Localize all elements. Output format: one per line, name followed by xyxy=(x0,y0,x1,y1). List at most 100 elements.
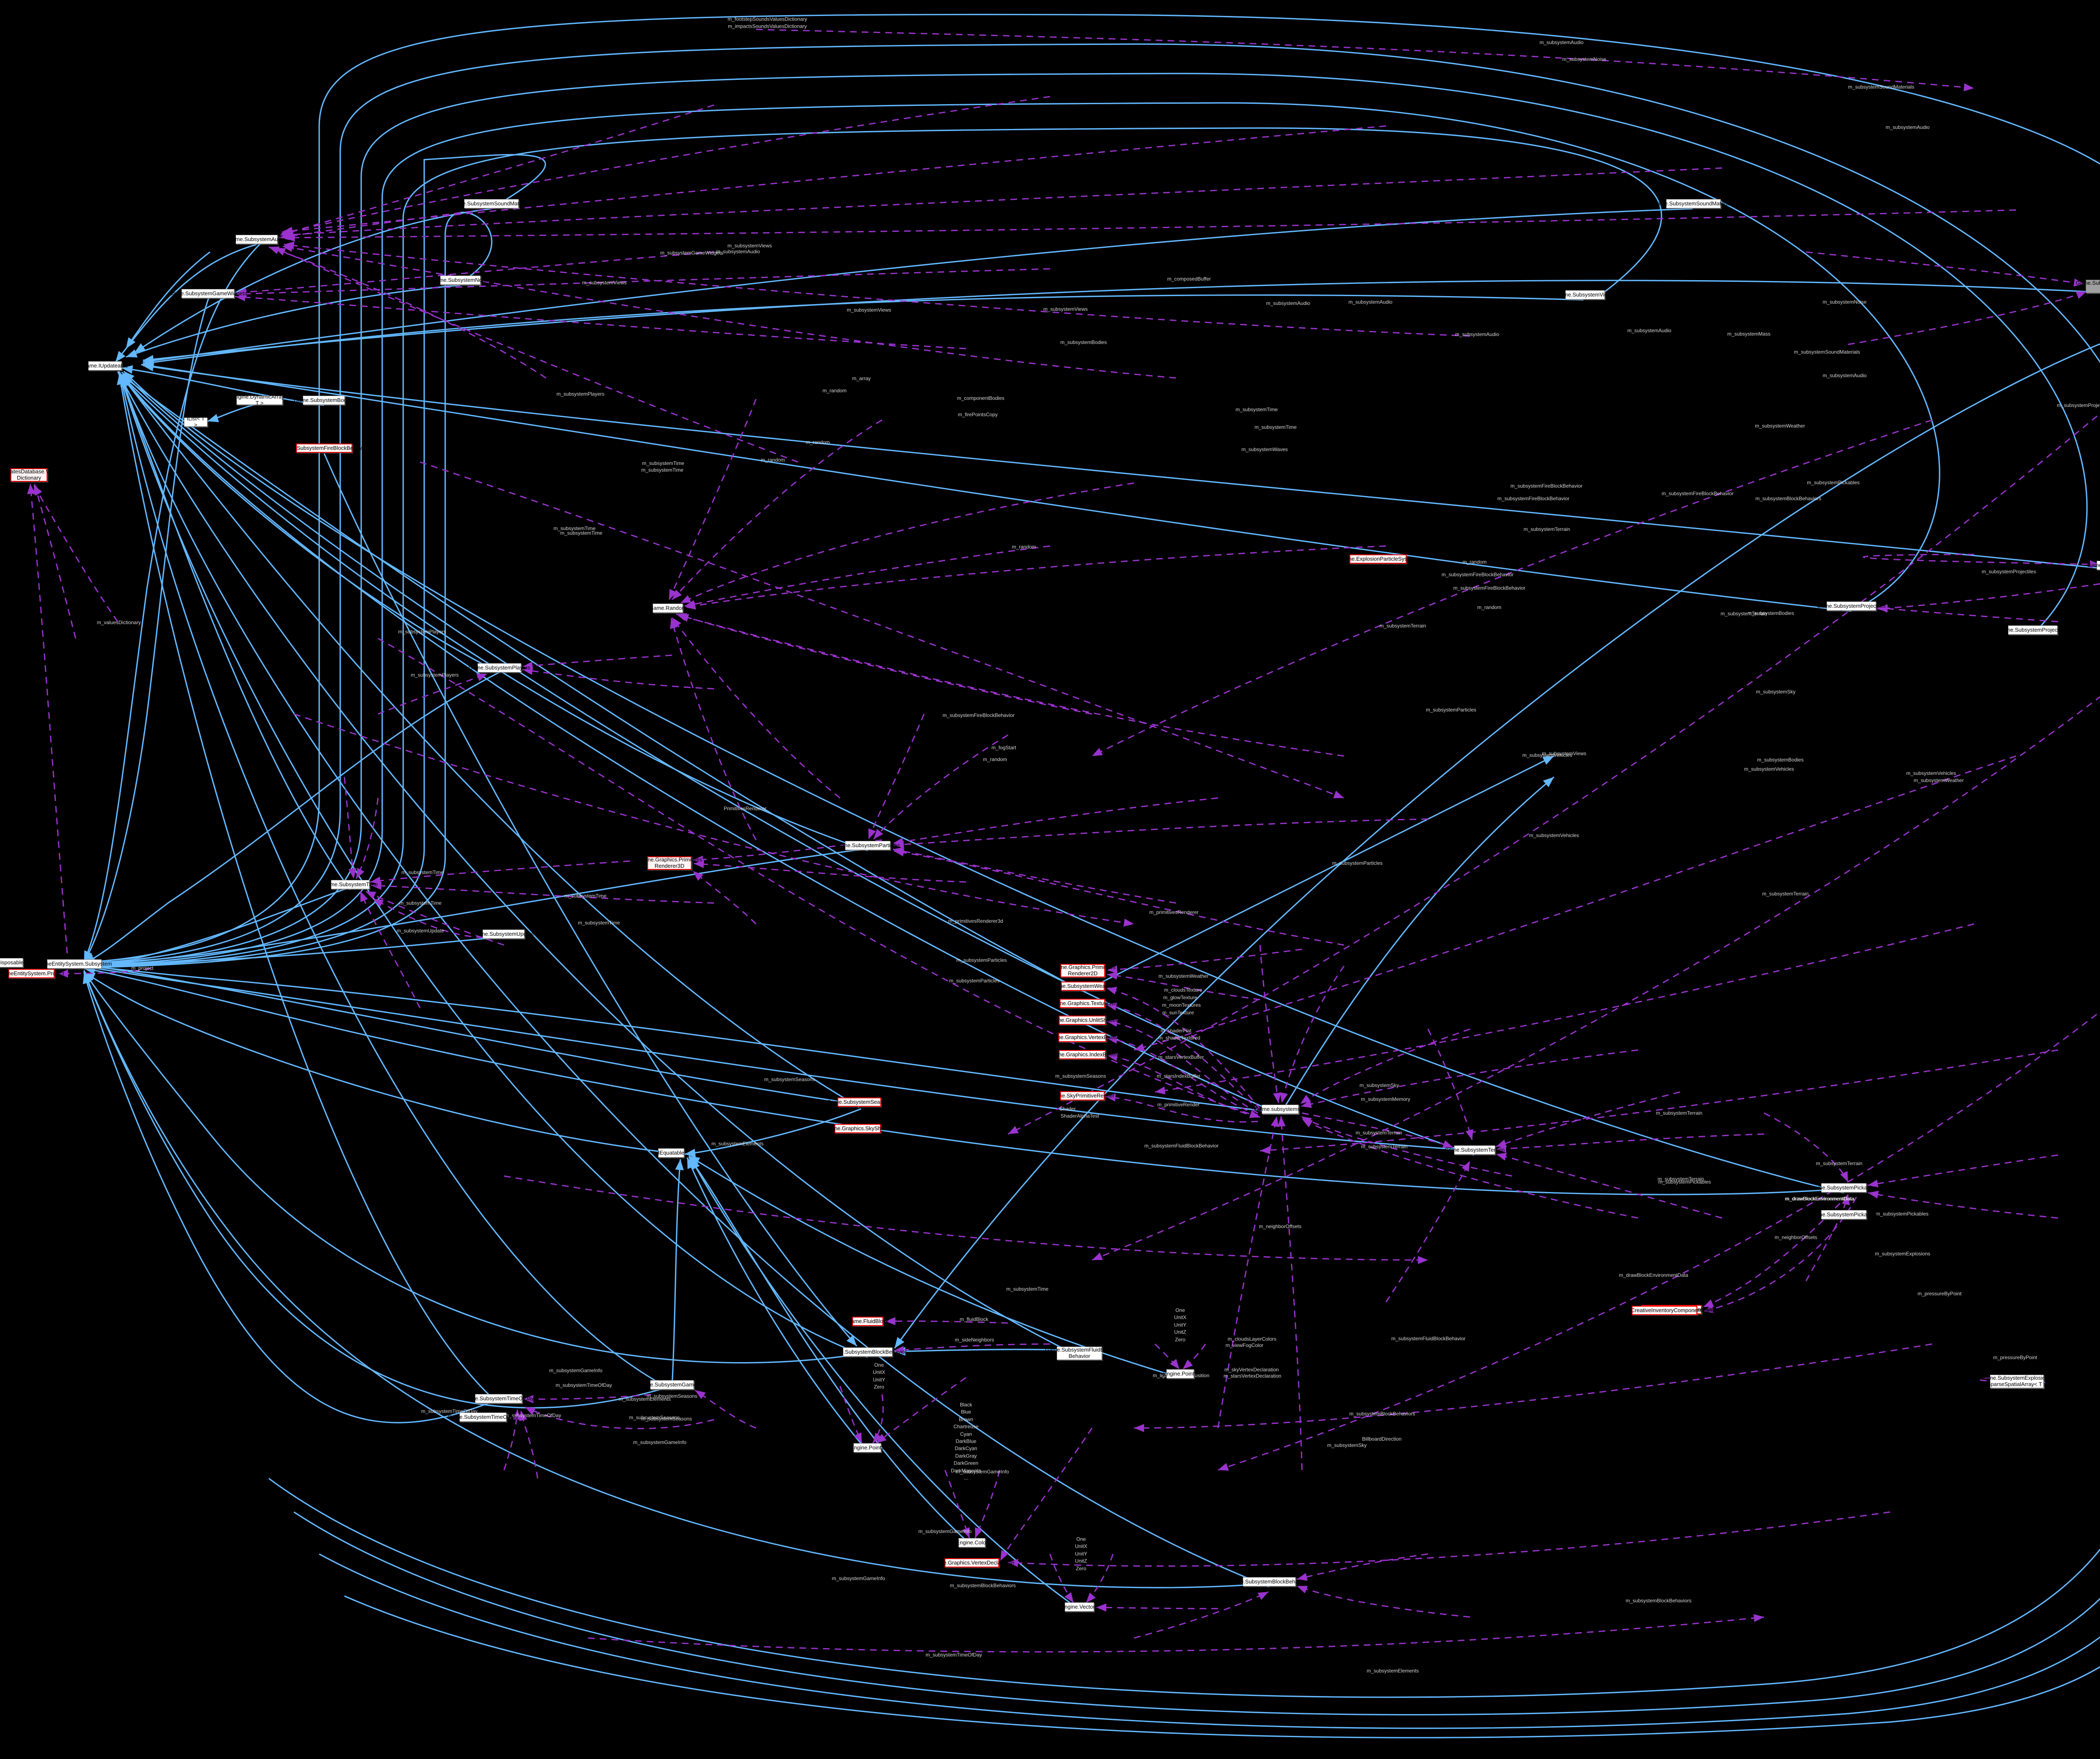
graph-node-subsysblockbeh[interactable]: Game.SubsystemBlockBehavior xyxy=(829,1347,907,1357)
edge-label: m_project xyxy=(131,965,154,971)
graph-node-tmplvaluesdict[interactable]: TemplatesDatabase.Values Dictionary xyxy=(0,468,62,482)
edge-label: m_shaderTextured xyxy=(1158,1035,1200,1041)
edge-label: m_subsystemTerrain xyxy=(1523,526,1570,532)
graph-node-gesproject[interactable]: GameEntitySystem.Project xyxy=(0,969,64,978)
graph-node-subsysseasons[interactable]: Game.SubsystemSeasons xyxy=(827,1097,892,1107)
edge-label: m_subsystemTime xyxy=(641,467,684,473)
graph-node-subsysblockbeh2[interactable]: Game.SubsystemBlockBehaviors xyxy=(1229,1577,1310,1586)
graph-node-subsysgamewidgets[interactable]: Game.SubsystemGameWidgets xyxy=(169,289,247,298)
edge-label: m_subsystemBodies xyxy=(1757,757,1804,763)
graph-node-fluidblock[interactable]: Game.FluidBlock xyxy=(847,1317,889,1326)
edge-label: m_subsystemFluidBlockBehavior xyxy=(1391,1336,1466,1342)
graph-node-subsysmemory[interactable]: Game.subsystemsky xyxy=(1255,1105,1305,1114)
edge-label: m_random xyxy=(806,439,830,445)
graph-node-subsysexplosions[interactable]: Game.SubsystemExplosions xyxy=(2087,561,2100,570)
graph-node-idisposable[interactable]: IDisposable xyxy=(0,958,24,967)
edge-label: m_subsystemPickables xyxy=(1876,1211,1929,1217)
graph-node-point3[interactable]: Engine.Point3 xyxy=(1163,1369,1197,1378)
graph-node-subsysprojectiles[interactable]: Game.SubsystemProjectiles xyxy=(1817,601,1886,611)
graph-node-subsystimeofday2[interactable]: Game.SubsystemTimeOfDay xyxy=(448,1412,518,1422)
edge-label: m_subsystemPlayers xyxy=(410,672,459,678)
graph-node-vertexdecl[interactable]: Engine.Graphics.VertexDeclaration xyxy=(929,1558,1014,1567)
graph-node-subsyspickables2[interactable]: Game.SubsystemPickables xyxy=(1811,1210,1877,1219)
edge-label: m_subsystemBlockBehaviors xyxy=(950,1583,1016,1588)
graph-node-ilistt1[interactable]: IList< T > xyxy=(184,416,207,428)
edge-label: m_subsystemTerrain xyxy=(1816,1160,1863,1166)
edge-label: m_subsystemAudio xyxy=(1539,39,1584,45)
graph-node-subsysgeneral[interactable]: Game.SubsystemGameInfo xyxy=(638,1380,706,1389)
graph-node-subsysnoise2[interactable]: Game.SubsystemNoise xyxy=(432,276,489,285)
graph-node-subsysfireworks[interactable]: Game.SubsystemFireworksBlock Behavior xyxy=(2076,280,2100,293)
edge-label: m_sunTexture xyxy=(1162,1010,1194,1016)
graph-node-subsyssndmaterials[interactable]: Game.SubsystemSoundMaterials xyxy=(451,199,532,208)
edge-label: m_random xyxy=(822,388,847,394)
edge-label: m_subsystemMass xyxy=(1727,331,1771,337)
graph-node-subsysupdate[interactable]: Game.SubsystemUpdate xyxy=(473,929,534,939)
graph-node-subsysexpl3[interactable]: Game.SubsystemExplosions. SparseSpatialA… xyxy=(1981,1375,2053,1388)
graph-node-point2[interactable]: Engine.Point2 xyxy=(850,1443,884,1452)
graph-node-random[interactable]: Game.Random xyxy=(649,604,686,613)
graph-node-iequatable[interactable]: IEquatable xyxy=(658,1148,684,1158)
graph-node-vertexbuffer[interactable]: Engine.Graphics.VertexBuffer xyxy=(1046,1033,1118,1042)
graph-node-skyprimrender[interactable]: Game.SkyPrimitiveRender xyxy=(1050,1091,1115,1100)
edge-label: m_starsIndexBuffer xyxy=(1157,1073,1200,1079)
edge-label: m_primitivesRenderer3d xyxy=(948,918,1003,924)
edge-label: m_subsystemAudio xyxy=(1348,299,1393,305)
edge-label: m_random xyxy=(983,756,1007,762)
edge-label: m_subsystemParticles xyxy=(1332,860,1383,866)
edge-label: m_pressureByPoint xyxy=(1917,1291,1962,1297)
graph-node-indexbuffer[interactable]: Engine.Graphics.IndexBuffer xyxy=(1047,1050,1117,1059)
edge-label: m_subsystemPickables xyxy=(1658,1179,1711,1185)
graph-node-subsysterrain[interactable]: Game.SubsystemTerrain xyxy=(1444,1145,1505,1155)
graph-node-subsystimeofday3[interactable]: Game.SubsystemTimeOfDay xyxy=(463,1394,534,1403)
edge-label: m_subsystemSeasons xyxy=(646,1393,698,1399)
graph-node-subsyssoundmat2[interactable]: Game.SubsystemSoundMaterials xyxy=(1653,199,1734,208)
graph-node-creativeinv[interactable]: Game.CreativeInventoryComponentEarly xyxy=(1614,1306,1714,1315)
graph-node-subsysweather[interactable]: Game.SubsystemWeather xyxy=(1051,982,1115,991)
edge-label: m_subsystemFluidBlockBehavior xyxy=(1144,1143,1219,1149)
graph-node-unlitshader[interactable]: Engine.Graphics.UnlitShader xyxy=(1047,1016,1118,1025)
edge-label: m_fogStart xyxy=(991,745,1016,751)
graph-node-subsysaudio[interactable]: Game.SubsystemAudio xyxy=(228,235,285,244)
graph-node-subsysplayers[interactable]: Game.SubsystemPlayers xyxy=(469,663,530,672)
edge-label: Black Blue Brown Chartreuse Cyan DarkBlu… xyxy=(950,1402,982,1481)
graph-node-subsysprojectiles2[interactable]: Game.SubsystemProjectiles xyxy=(1998,625,2067,635)
edge-label: m_fluidBlock xyxy=(959,1316,989,1322)
graph-node-skyshader[interactable]: Engine.Graphics.SkyShader xyxy=(823,1124,892,1133)
edge-label: m_subsystemElements xyxy=(618,1396,671,1402)
graph-node-primrenderer3d[interactable]: Engine.Graphics.Primitives Renderer3D xyxy=(636,856,703,870)
edge-label: m_subsystemTime xyxy=(578,920,620,926)
graph-node-subsysbodies[interactable]: Game.SubsystemBodies xyxy=(294,396,354,405)
edge-label: m_subsystemFireBlockBehavior xyxy=(1510,483,1583,489)
graph-node-subsysfireblock[interactable]: Game.SubsystemFireBlockBehavior xyxy=(281,444,368,453)
graph-node-primrenderer2d[interactable]: Engine.Graphics.Primitives Renderer2D xyxy=(1050,964,1116,977)
edge-label: m_subsystemSeasons xyxy=(764,1076,815,1082)
graph-node-iupdateable[interactable]: Game.IUpdateable xyxy=(82,361,128,370)
graph-node-color[interactable]: Engine.Color xyxy=(956,1538,988,1547)
graph-node-subsyspickables[interactable]: Game.SubsystemPickables xyxy=(1811,1183,1877,1192)
edge-label: m_moonTextures xyxy=(1162,1002,1201,1008)
edge-label: m_subsystemVehicles xyxy=(1744,766,1794,772)
graph-node-subsystime[interactable]: Game.SubsystemTime xyxy=(323,880,378,889)
edge-label: m_subsystemSeasons xyxy=(641,1416,692,1422)
edge-label: m_random xyxy=(761,457,785,463)
edge-label: m_pressureByPoint xyxy=(1993,1355,2037,1360)
edge-label: m_subsystemTime xyxy=(564,893,607,899)
edge-label: One UnitX UnitY UnitZ Zero xyxy=(1075,1536,1087,1572)
graph-node-explosionparticle[interactable]: Game.ExplosionParticleSystem xyxy=(1340,554,1416,564)
edge-label: m_subsystemFireBlockBehavior xyxy=(1453,585,1525,591)
edge-label: PrimitivesRenderer xyxy=(723,806,767,811)
graph-node-gessubsystem[interactable]: GameEntitySystem.Subsystem xyxy=(37,959,112,969)
graph-node-subsysfluidblock[interactable]: Game.SubsystemFluidBlock Behavior xyxy=(1045,1347,1114,1360)
edge-label: m_subsystemWeather xyxy=(1755,423,1805,429)
edge-label: m_cloudsLayerColors xyxy=(1227,1336,1277,1342)
graph-node-vector3[interactable]: Engine.Vector3 xyxy=(1061,1602,1098,1612)
graph-node-subsysparticles[interactable]: Game.SubsystemParticles xyxy=(835,841,900,850)
edge-label: m_subsystemTime xyxy=(560,530,603,536)
graph-node-dynarray[interactable]: Engine.DynamicArray< T > xyxy=(231,394,288,406)
graph-node-subsysviews[interactable]: Game.SubsystemViews xyxy=(1556,290,1614,299)
edge-label: m_subsystemTime xyxy=(1235,407,1278,412)
graph-node-texture2d[interactable]: Engine.Graphics.Texture2D xyxy=(1049,999,1116,1008)
